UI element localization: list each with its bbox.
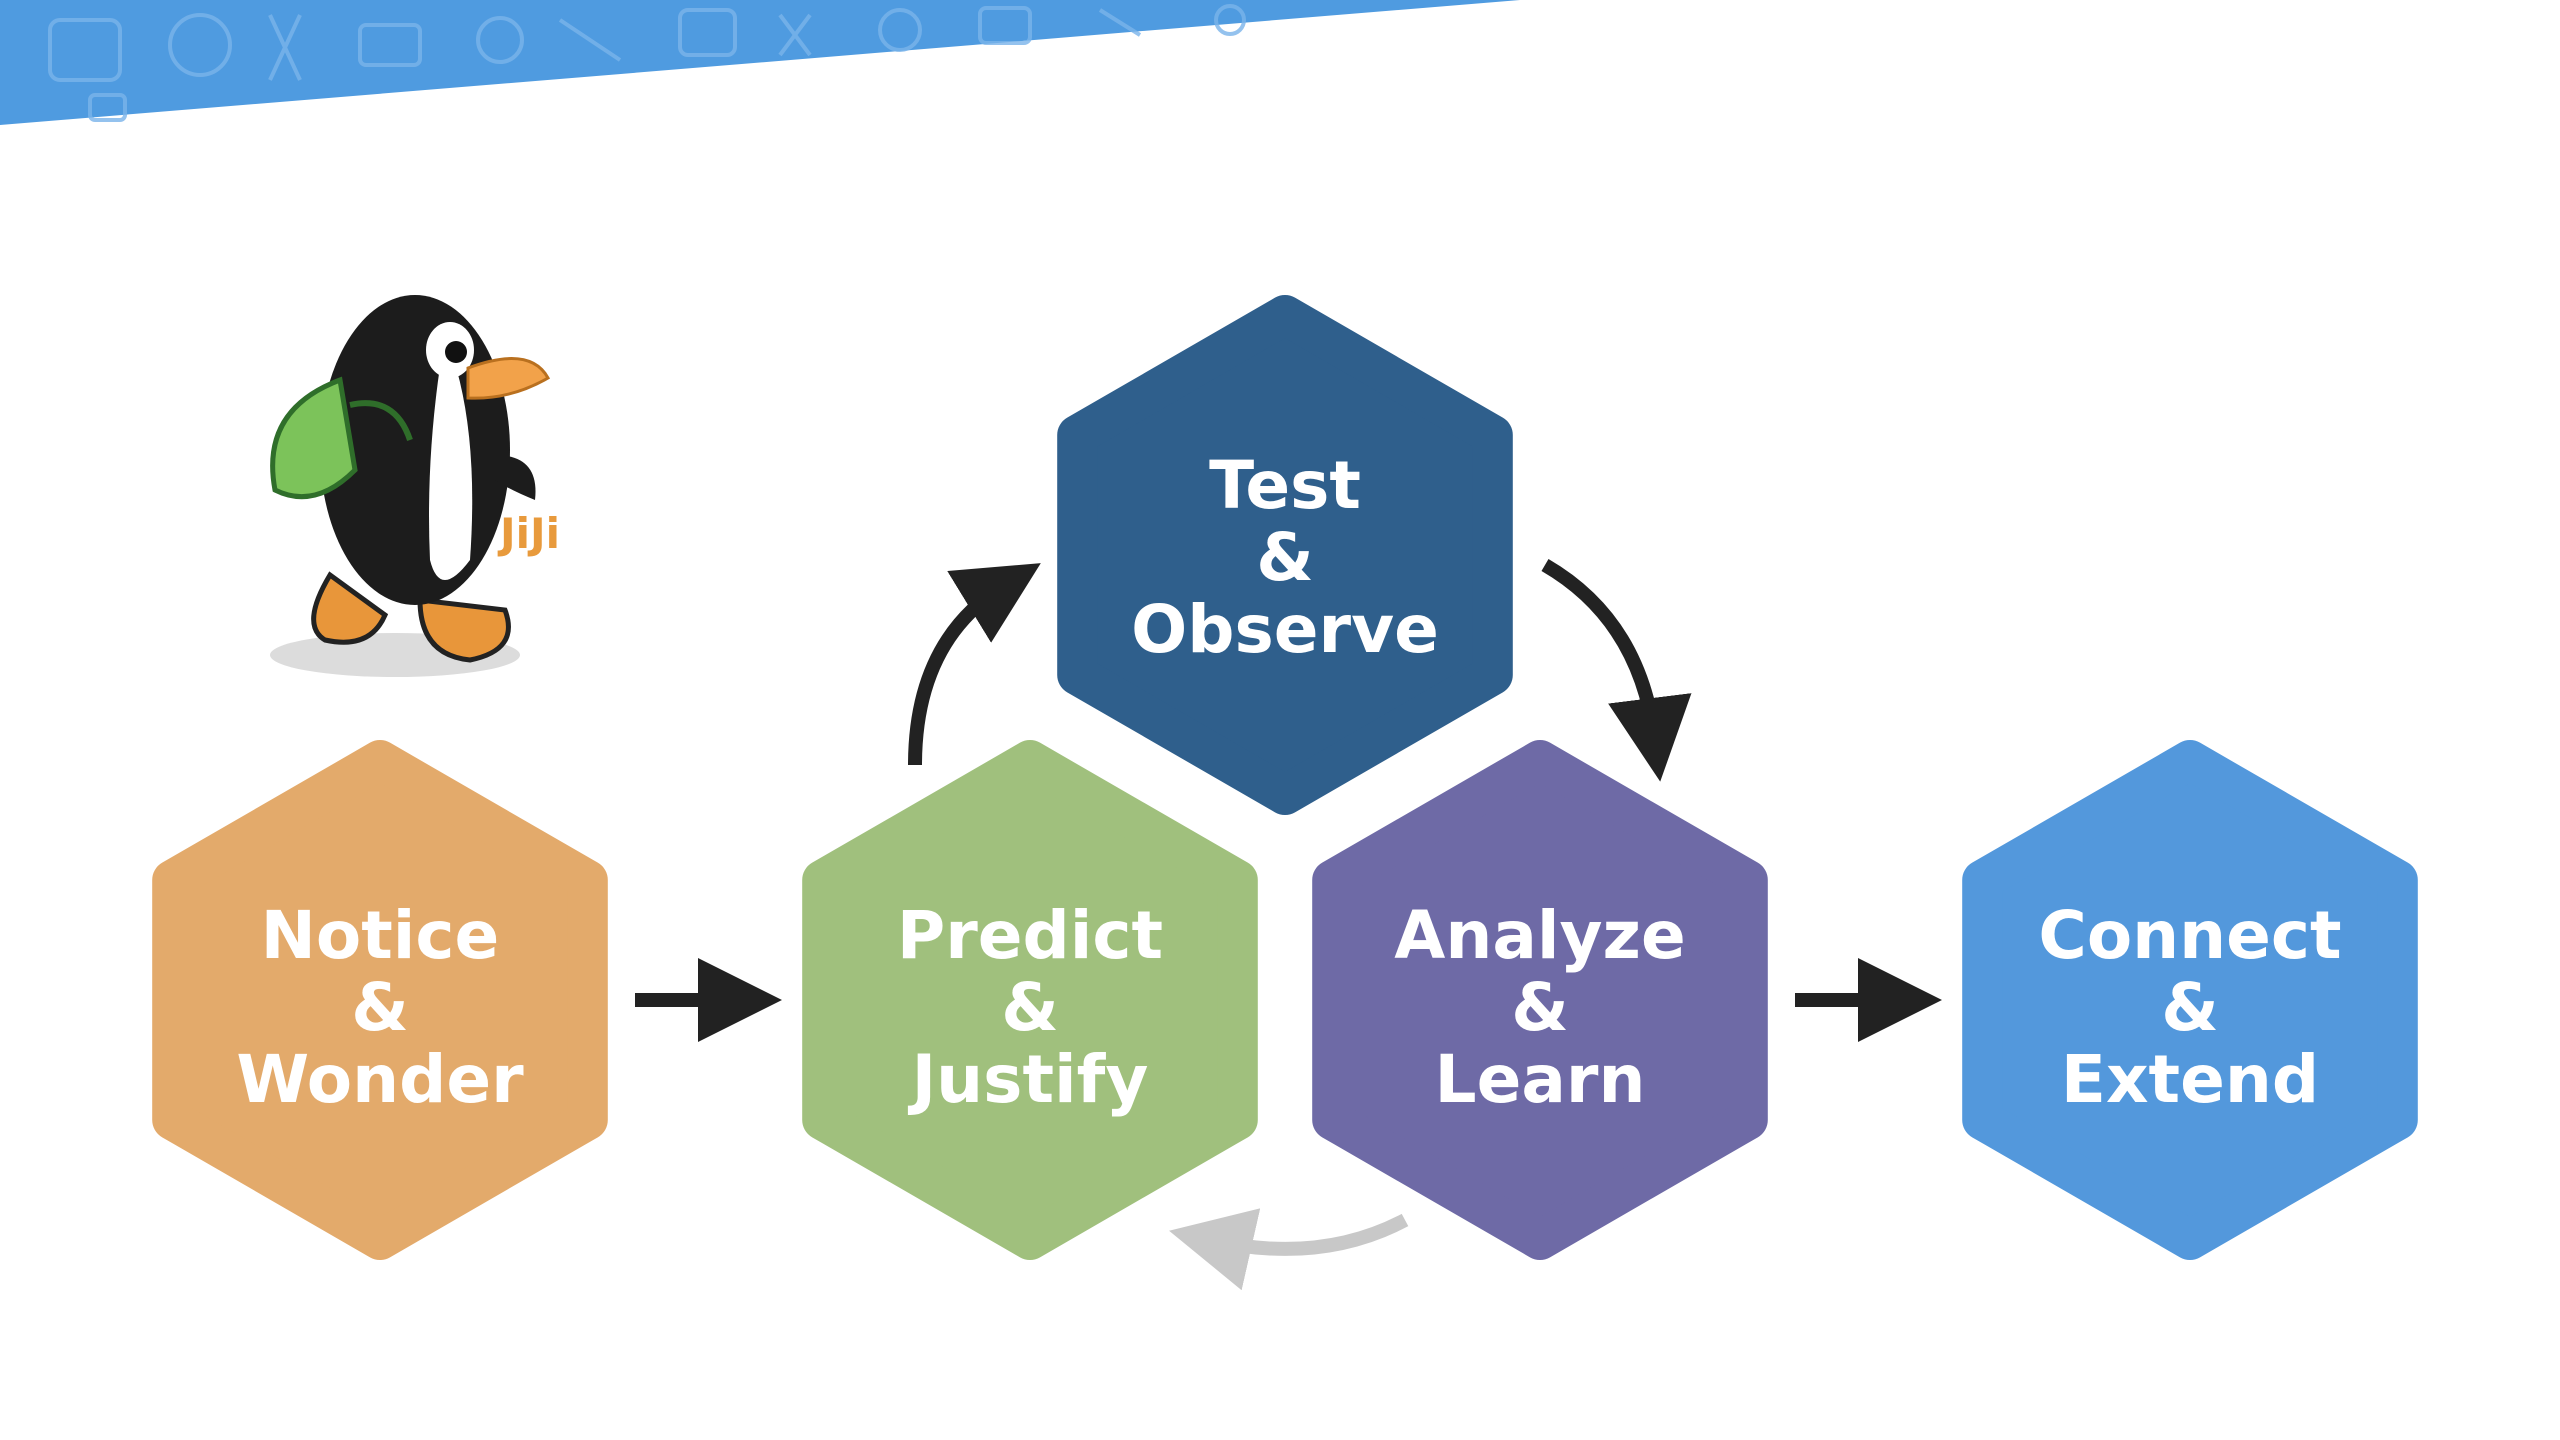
hex-predict-justify: Predict & Justify bbox=[802, 740, 1258, 1260]
predict-label-line3: Justify bbox=[908, 1041, 1149, 1118]
connect-label-line2: & bbox=[2161, 969, 2219, 1046]
notice-label-line3: Wonder bbox=[236, 1041, 524, 1118]
predict-label-line1: Predict bbox=[897, 897, 1163, 974]
predict-label-line2: & bbox=[1001, 969, 1059, 1046]
banner-pattern bbox=[48, 4, 1246, 122]
hex-connect-extend: Connect & Extend bbox=[1962, 740, 2418, 1260]
predict-hexagon-shape bbox=[802, 740, 1258, 1260]
analyze-label-line3: Learn bbox=[1435, 1041, 1646, 1118]
test-hexagon-shape bbox=[1057, 295, 1513, 815]
notice-label-line1: Notice bbox=[261, 897, 500, 974]
arrow-analyze-back-to-predict-icon bbox=[1169, 1208, 1409, 1291]
notice-hexagon-shape bbox=[152, 740, 608, 1260]
hex-test-observe: Test & Observe bbox=[1057, 295, 1513, 815]
test-label-line2: & bbox=[1256, 519, 1314, 596]
connect-label-line1: Connect bbox=[2038, 897, 2341, 974]
hex-analyze-learn: Analyze & Learn bbox=[1312, 740, 1768, 1260]
arrow-test-to-analyze-icon bbox=[1541, 558, 1692, 782]
analyze-label-line2: & bbox=[1511, 969, 1569, 1046]
analyze-label-line1: Analyze bbox=[1394, 897, 1685, 974]
connect-label-line3: Extend bbox=[2061, 1041, 2319, 1118]
test-label-line3: Observe bbox=[1131, 591, 1439, 668]
arrow-predict-to-test-icon bbox=[908, 563, 1041, 766]
top-banner bbox=[0, 0, 1520, 125]
mascot-name-label: JiJi bbox=[497, 509, 560, 558]
notice-label-line2: & bbox=[351, 969, 409, 1046]
connect-hexagon-shape bbox=[1962, 740, 2418, 1260]
hex-notice-wonder: Notice & Wonder bbox=[152, 740, 608, 1260]
penguin-mascot-icon: JiJi bbox=[270, 295, 560, 677]
analyze-hexagon-shape bbox=[1312, 740, 1768, 1260]
test-label-line1: Test bbox=[1209, 447, 1361, 524]
